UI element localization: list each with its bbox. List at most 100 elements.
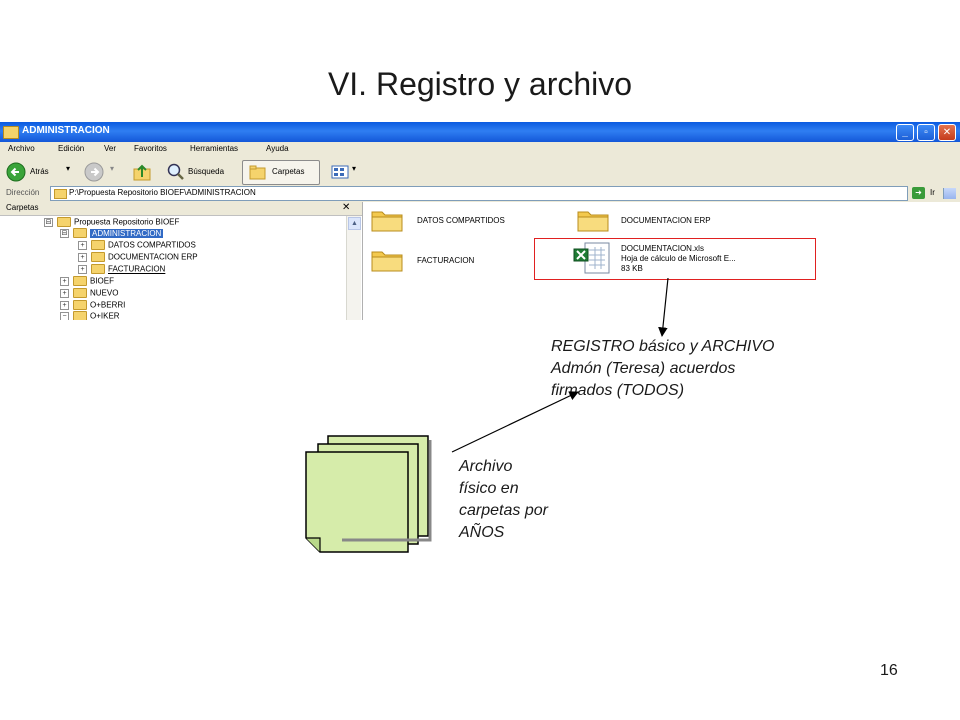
- folder-label: DATOS COMPARTIDOS: [417, 216, 505, 225]
- registro-note: REGISTRO básico y ARCHIVO Admón (Teresa)…: [551, 336, 831, 402]
- address-dropdown-icon[interactable]: [943, 188, 956, 199]
- folder-item-facturacion[interactable]: FACTURACION: [371, 246, 474, 277]
- back-dropdown-icon[interactable]: ▾: [66, 164, 71, 173]
- folders-icon: [249, 165, 266, 180]
- tree-item-label: O+IKER: [90, 311, 120, 321]
- tree-item-documentacion-erp[interactable]: + DOCUMENTACION ERP: [78, 252, 198, 263]
- forward-arrow-icon[interactable]: [84, 162, 104, 182]
- expand-icon[interactable]: +: [60, 276, 69, 286]
- menu-bar: Archivo Edición Ver Favoritos Herramient…: [0, 142, 960, 175]
- close-button[interactable]: ✕: [938, 124, 956, 141]
- title-bar[interactable]: ADMINISTRACION _ ▫ ✕: [0, 122, 960, 142]
- tree-item-propuesta[interactable]: ⊟ Propuesta Repositorio BIOEF: [44, 217, 179, 228]
- up-folder-icon[interactable]: [132, 162, 152, 182]
- search-icon[interactable]: [166, 162, 186, 182]
- collapse-icon[interactable]: ⊟: [44, 217, 53, 227]
- expand-icon[interactable]: +: [60, 300, 69, 310]
- folder-icon: [73, 300, 87, 310]
- window-title: ADMINISTRACION: [22, 125, 110, 136]
- folder-item-datos-compartidos[interactable]: DATOS COMPARTIDOS: [371, 206, 505, 237]
- tree-header-label: Carpetas: [6, 203, 39, 212]
- folder-icon: [57, 217, 71, 227]
- tree-item-bioef[interactable]: + BIOEF: [60, 276, 114, 287]
- folder-icon: [91, 264, 105, 274]
- go-arrow-icon[interactable]: ➜: [912, 187, 925, 199]
- menu-ayuda[interactable]: Ayuda: [266, 144, 289, 153]
- folder-open-icon: [73, 228, 87, 238]
- paper-stack-icon: [305, 435, 432, 553]
- tree-item-label: DOCUMENTACION ERP: [108, 252, 198, 262]
- menu-ver[interactable]: Ver: [104, 144, 117, 153]
- menu-edicion[interactable]: Edición: [58, 144, 85, 153]
- tree-item-oberri[interactable]: +O+BERRI: [60, 300, 125, 311]
- expand-icon[interactable]: +: [78, 240, 87, 250]
- tree-item-administracion[interactable]: ⊟ ADMINISTRACION: [60, 228, 164, 239]
- back-label[interactable]: Atrás: [30, 167, 49, 176]
- address-label: Dirección: [6, 188, 40, 197]
- registro-note-line: REGISTRO básico y ARCHIVO: [551, 338, 775, 355]
- excel-file-icon: [573, 242, 610, 274]
- maximize-button[interactable]: ▫: [917, 124, 935, 141]
- menu-favoritos[interactable]: Favoritos: [134, 144, 167, 153]
- tree-item-label: NUEVO: [90, 288, 119, 298]
- folder-label: DOCUMENTACION ERP: [621, 216, 711, 225]
- content-pane: DATOS COMPARTIDOS DOCUMENTACION ERP FACT…: [363, 202, 960, 320]
- archivo-note-line: físico en: [459, 480, 519, 497]
- archivo-note-line: carpetas por: [459, 502, 548, 519]
- tree-scrollbar[interactable]: ▲: [346, 216, 361, 320]
- file-type: Hoja de cálculo de Microsoft E...: [621, 254, 736, 263]
- menu-herramientas[interactable]: Herramientas: [190, 144, 239, 153]
- tree-item-label: Propuesta Repositorio BIOEF: [74, 217, 180, 227]
- folder-icon: [73, 276, 87, 286]
- tree-item-datos-compartidos[interactable]: + DATOS COMPARTIDOS: [78, 240, 196, 251]
- tree-header: Carpetas ✕: [0, 202, 362, 216]
- file-name: DOCUMENTACION.xls: [621, 244, 704, 253]
- search-label[interactable]: Búsqueda: [188, 167, 225, 176]
- tree-item-oiker[interactable]: − O+IKER: [60, 311, 120, 320]
- address-value: P:\Propuesta Repositorio BIOEF\ADMINISTR…: [69, 188, 256, 197]
- folder-icon: [91, 240, 105, 250]
- tree-item-nuevo[interactable]: + NUEVO: [60, 288, 118, 299]
- registro-note-line: firmados (TODOS): [551, 382, 685, 399]
- address-input[interactable]: P:\Propuesta Repositorio BIOEF\ADMINISTR…: [50, 186, 956, 201]
- archivo-note-line: AÑOS: [459, 524, 505, 541]
- collapse-icon[interactable]: ⊟: [60, 228, 69, 238]
- collapse-icon[interactable]: −: [60, 311, 69, 320]
- tree-item-label: ADMINISTRACION: [90, 228, 164, 238]
- go-label[interactable]: Ir: [930, 188, 935, 197]
- expand-icon[interactable]: +: [78, 252, 87, 262]
- minimize-button[interactable]: _: [896, 124, 914, 141]
- views-icon[interactable]: [330, 162, 350, 182]
- folder-tree: Carpetas ✕ ⊟Propuesta Repositorio BIOEF …: [0, 202, 363, 320]
- slide-title: VI. Registro y archivo: [327, 66, 633, 102]
- archivo-note-line: Archivo: [459, 458, 513, 475]
- address-bar: Dirección P:\Propuesta Repositorio BIOEF…: [0, 185, 960, 203]
- views-dropdown-icon[interactable]: ▾: [352, 164, 357, 173]
- folder-icon: [371, 211, 403, 232]
- menu-archivo[interactable]: Archivo: [8, 144, 35, 153]
- tree-item-label: DATOS COMPARTIDOS: [108, 240, 196, 250]
- tree-item-label: FACTURACION: [108, 264, 166, 274]
- back-arrow-icon[interactable]: [6, 162, 26, 182]
- explorer-window: ADMINISTRACION _ ▫ ✕ Archivo Edición Ver…: [0, 122, 960, 320]
- folder-item-documentacion-erp[interactable]: DOCUMENTACION ERP: [577, 206, 711, 237]
- expand-icon[interactable]: +: [78, 264, 87, 274]
- folder-icon: [73, 288, 87, 298]
- folder-label: FACTURACION: [417, 256, 475, 265]
- forward-dropdown-icon[interactable]: ▾: [110, 164, 115, 173]
- folders-button[interactable]: [242, 160, 320, 185]
- folder-icon: [73, 311, 87, 320]
- expand-icon[interactable]: +: [60, 288, 69, 298]
- folders-label[interactable]: Carpetas: [272, 167, 305, 176]
- folder-icon: [91, 252, 105, 262]
- scroll-up-icon[interactable]: ▲: [348, 217, 361, 230]
- tree-item-facturacion[interactable]: + FACTURACION: [78, 264, 165, 275]
- page-number: 16: [880, 662, 898, 679]
- folder-icon: [371, 251, 403, 272]
- archivo-note: Archivo físico en carpetas por AÑOS: [459, 456, 579, 544]
- tree-item-label: BIOEF: [90, 276, 115, 286]
- file-size: 83 KB: [621, 264, 643, 273]
- folder-icon: [54, 189, 67, 199]
- tree-close-icon[interactable]: ✕: [342, 202, 351, 213]
- folder-icon: [577, 211, 609, 232]
